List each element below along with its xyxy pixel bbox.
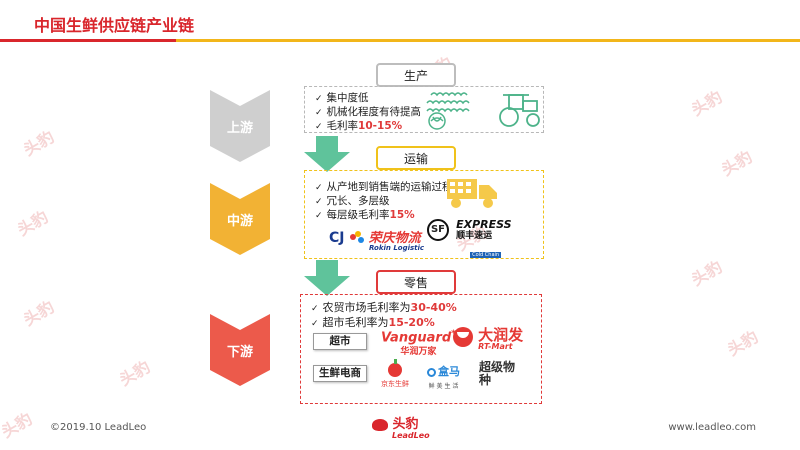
- cj-flower-icon: [349, 230, 364, 245]
- chevron-label: 上游: [226, 121, 253, 136]
- watermark: 头豹: [724, 327, 762, 360]
- chaoji-wuzhong-logo: 超级物种: [479, 360, 516, 387]
- copyright: ©2019.10 LeadLeo: [50, 422, 147, 433]
- crops-field-icon: [426, 92, 470, 130]
- truck-icon: [447, 179, 497, 208]
- chevron-fill: [210, 90, 270, 162]
- watermark: 头豹: [688, 257, 726, 290]
- leopard-icon: [372, 418, 388, 431]
- jd-fresh-logo: 京东生鲜: [381, 359, 409, 389]
- sf-cn: 顺丰速运: [456, 231, 493, 241]
- watermark: 头豹: [688, 87, 726, 120]
- watermark: 头豹: [718, 147, 756, 180]
- bullet-item: 每层级毛利率15%: [315, 209, 453, 223]
- chevron-down-shape: [210, 314, 270, 386]
- vanguard-en: Vanguard*: [381, 329, 456, 346]
- bullet-item: 集中度低: [315, 92, 421, 106]
- bullet-item: 从产地到销售端的运输过程: [315, 181, 453, 195]
- sf-mark: SF: [427, 219, 449, 241]
- site-url[interactable]: www.leadleo.com: [668, 422, 756, 433]
- watermark: 头豹: [0, 409, 36, 442]
- chevron-upstream: 上游: [210, 90, 270, 162]
- rokin-logo: CJ 荣庆物流 Rokin Logistic: [329, 227, 424, 252]
- stage-transport-label: 运输: [376, 146, 456, 170]
- chevron-down-shape: [210, 90, 270, 162]
- chevron-label: 中游: [226, 214, 253, 229]
- chevron-downstream: 下游: [210, 314, 270, 386]
- chevron-fill: [210, 314, 270, 386]
- hema-cn: 盒马: [427, 363, 460, 379]
- down-arrow-icon: [304, 260, 350, 296]
- vanguard-logo: Vanguard* 华润万家: [381, 329, 456, 357]
- stage-production-label: 生产: [376, 63, 456, 87]
- sf-express-logo: SF EXPRESS 顺丰速运 Cold Chain: [427, 219, 512, 260]
- chevron-down-shape: [210, 183, 270, 255]
- sf-cold-chain-tag: Cold Chain: [470, 252, 502, 258]
- production-box: 集中度低 机械化程度有待提高 毛利率10-15%: [304, 86, 544, 133]
- watermark: 头豹: [116, 357, 154, 390]
- page-title: 中国生鲜供应链产业链: [34, 16, 195, 35]
- transport-bullets: 从产地到销售端的运输过程 冗长、多层级 每层级毛利率15%: [315, 181, 453, 223]
- hema-icon: [427, 367, 436, 377]
- cj-mark: CJ: [329, 230, 345, 246]
- retail-box: 农贸市场毛利率为30-40% 超市毛利率为15-20% 超市 生鲜电商 Vang…: [300, 294, 542, 404]
- rokin-en: Rokin Logistic: [369, 244, 425, 252]
- tractor-icon: [499, 94, 540, 127]
- bullet-item: 毛利率10-15%: [315, 120, 421, 134]
- rtmart-en: RT-Mart: [478, 342, 513, 351]
- hema-sub: 鲜 美 生 活: [428, 383, 459, 390]
- jd-fresh-cn: 京东生鲜: [381, 380, 409, 388]
- jd-apple-icon: [388, 359, 402, 377]
- watermark: 头豹: [14, 207, 52, 240]
- bullet-item: 机械化程度有待提高: [315, 106, 422, 120]
- stage-retail-label: 零售: [376, 270, 456, 294]
- chevron-fill: [210, 183, 270, 255]
- tag-fresh-ecommerce: 生鲜电商: [313, 365, 367, 382]
- footer-logo: 头豹 LeadLeo: [372, 413, 430, 440]
- rokin-cn: 荣庆物流: [368, 231, 421, 246]
- rtmart-cn: 大润发: [478, 326, 524, 344]
- transport-box: 从产地到销售端的运输过程 冗长、多层级 每层级毛利率15% CJ 荣庆物流 Ro…: [304, 170, 544, 259]
- chevron-midstream: 中游: [210, 183, 270, 255]
- vanguard-cn: 华润万家: [400, 347, 437, 358]
- production-bullets: 集中度低 机械化程度有待提高 毛利率10-15%: [315, 92, 422, 134]
- title-divider: [0, 39, 800, 42]
- watermark: 头豹: [20, 127, 58, 160]
- tag-supermarket: 超市: [313, 333, 367, 350]
- sf-en: EXPRESS: [456, 218, 512, 231]
- bullet-item: 超市毛利率为15-20%: [311, 316, 457, 331]
- bullet-item: 冗长、多层级: [315, 195, 453, 209]
- watermark: 头豹: [20, 297, 58, 330]
- down-arrow-icon: [304, 136, 350, 172]
- rtmart-logo: 大润发 RT-Mart: [453, 327, 523, 351]
- rtmart-icon: [453, 327, 473, 347]
- hema-logo: 盒马 鲜 美 生 活: [427, 363, 460, 390]
- chevron-label: 下游: [226, 345, 253, 360]
- retail-bullets: 农贸市场毛利率为30-40% 超市毛利率为15-20%: [311, 301, 457, 331]
- bullet-item: 农贸市场毛利率为30-40%: [311, 301, 457, 316]
